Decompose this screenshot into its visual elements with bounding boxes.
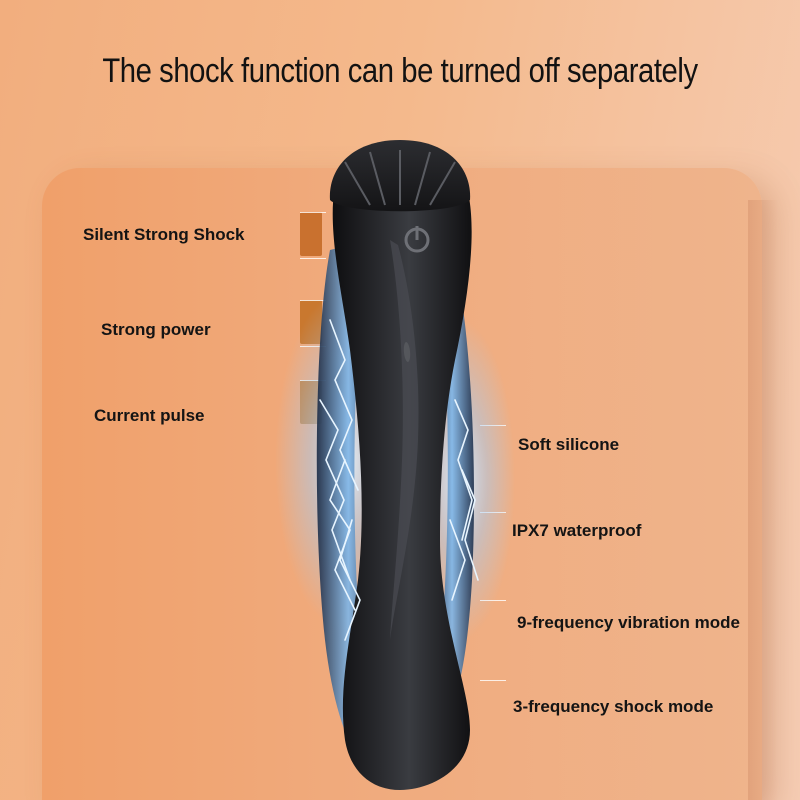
feature-label-strong-power: Strong power xyxy=(101,320,211,339)
decor-tick xyxy=(300,212,326,213)
device-center-strip xyxy=(390,240,419,640)
left-glass-panel xyxy=(316,240,380,760)
lightning-effect xyxy=(319,319,479,641)
headline: The shock function can be turned off sep… xyxy=(102,52,698,90)
head-ribs xyxy=(344,150,456,206)
power-icon xyxy=(404,226,430,253)
decor-tick xyxy=(300,300,326,301)
decor-tick xyxy=(300,258,326,259)
side-button xyxy=(403,342,411,362)
feature-label-silent-strong-shock: Silent Strong Shock xyxy=(83,225,245,244)
panel-shadow xyxy=(748,200,778,800)
feature-label-shock-mode: 3-frequency shock mode xyxy=(513,697,714,716)
feature-label-ipx7-waterproof: IPX7 waterproof xyxy=(512,521,642,540)
feature-label-current-pulse: Current pulse xyxy=(94,406,205,425)
feature-label-vibration-mode: 9-frequency vibration mode xyxy=(517,613,740,632)
right-glass-panel xyxy=(430,260,475,730)
feature-label-soft-silicone: Soft silicone xyxy=(518,435,620,454)
decor-swatch xyxy=(300,212,322,256)
decor-tick xyxy=(480,680,506,681)
